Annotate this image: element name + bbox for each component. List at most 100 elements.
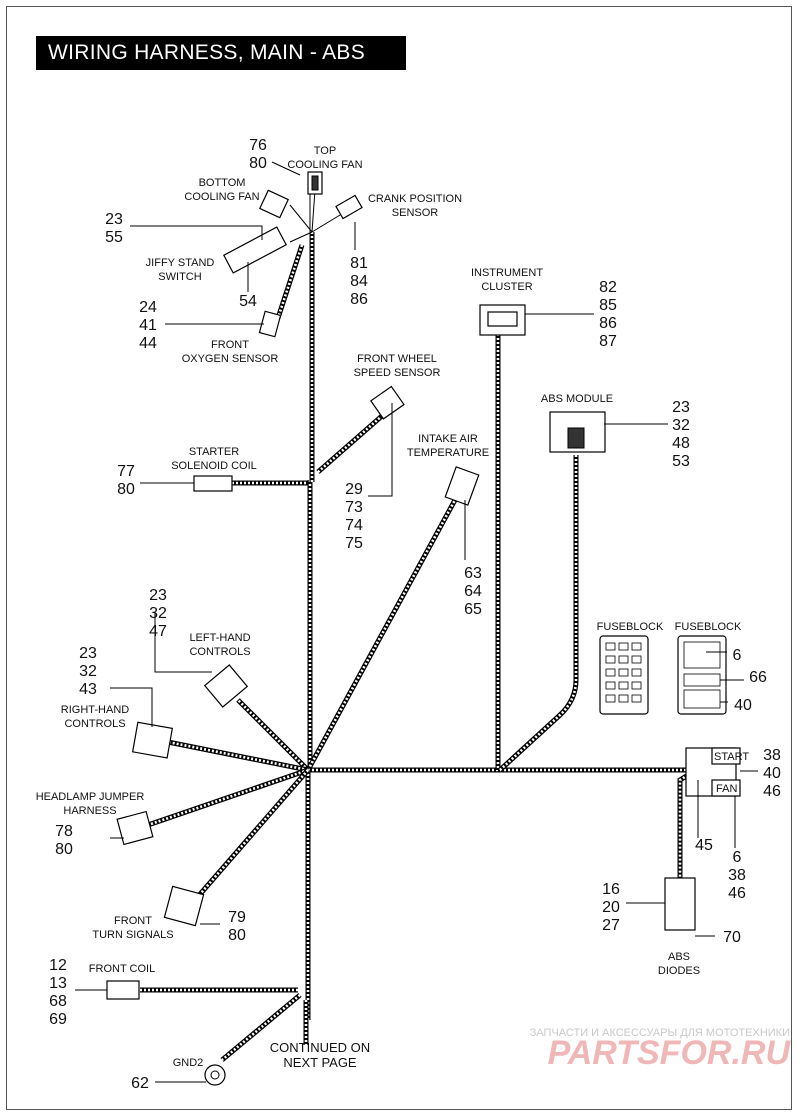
callout-left-hand: 23 bbox=[149, 587, 167, 604]
callout-abs-module: 32 bbox=[672, 417, 690, 434]
callout-right-hand: 23 bbox=[79, 645, 97, 662]
front-oxygen-sensor-label: OXYGEN SENSOR bbox=[182, 353, 279, 365]
callout-starter: 80 bbox=[117, 481, 135, 498]
starter-solenoid-coil-label: SOLENOID COIL bbox=[171, 460, 257, 472]
instrument-cluster-label: CLUSTER bbox=[481, 281, 532, 293]
crank-position-sensor-label: CRANK POSITION bbox=[368, 193, 462, 205]
callout-relays: 38 bbox=[763, 747, 781, 764]
callout-diodes-left: 27 bbox=[602, 917, 620, 934]
crank-position-sensor-label: SENSOR bbox=[392, 207, 439, 219]
part-callouts: 7680818486235554244144828586872332485377… bbox=[49, 137, 781, 1092]
watermark-tagline: ЗАПЧАСТИ И АКСЕССУАРЫ ДЛЯ МОТОТЕХНИКИ bbox=[530, 1027, 790, 1039]
intake-air-temperature-label: INTAKE AIR bbox=[418, 433, 478, 445]
callout-intake: 63 bbox=[464, 565, 482, 582]
callout-leaders bbox=[75, 161, 758, 1083]
front-coil-label: FRONT COIL bbox=[89, 963, 155, 975]
fuseblock-2-label: FUSEBLOCK bbox=[675, 621, 742, 633]
front-turn-signals-label: TURN SIGNALS bbox=[92, 929, 173, 941]
callout-cluster: 87 bbox=[599, 333, 617, 350]
start-relay-label: START bbox=[714, 751, 749, 763]
callout-turn-signals: 80 bbox=[228, 927, 246, 944]
callout-jiffy: 55 bbox=[105, 229, 123, 246]
jiffy-stand-switch-connector bbox=[223, 226, 287, 274]
callout-diodes-left: 16 bbox=[602, 881, 620, 898]
harness-wires bbox=[140, 180, 690, 1062]
front-oxygen-sensor-label: FRONT bbox=[211, 339, 249, 351]
callout-cluster: 86 bbox=[599, 315, 617, 332]
callout-oxygen: 44 bbox=[139, 335, 157, 352]
callout-turn-signals: 79 bbox=[228, 909, 246, 926]
right-hand-controls-label: RIGHT-HAND bbox=[61, 704, 130, 716]
callout-relay-45: 45 bbox=[695, 837, 713, 854]
fuse-cells bbox=[605, 641, 721, 709]
abs-diodes-connector bbox=[664, 877, 696, 931]
callout-abs-module: 48 bbox=[672, 435, 690, 452]
top-cooling-fan-label: COOLING FAN bbox=[287, 159, 362, 171]
callout-starter: 77 bbox=[117, 463, 135, 480]
front-turn-signals-connector bbox=[163, 885, 205, 927]
callout-front-coil: 12 bbox=[49, 957, 67, 974]
callout-front-coil: 69 bbox=[49, 1011, 67, 1028]
callout-jiffy: 23 bbox=[105, 211, 123, 228]
front-wheel-speed-sensor-connector bbox=[370, 385, 405, 420]
callout-fuse-6: 6 bbox=[733, 647, 742, 664]
callout-wheel-speed: 74 bbox=[345, 517, 363, 534]
left-hand-controls-label: CONTROLS bbox=[189, 646, 250, 658]
callout-fuse-40: 40 bbox=[734, 697, 752, 714]
headlamp-jumper-harness-label: HEADLAMP JUMPER bbox=[36, 791, 145, 803]
callout-relays: 40 bbox=[763, 765, 781, 782]
callout-oxygen: 41 bbox=[139, 317, 157, 334]
abs-module-label: ABS MODULE bbox=[541, 393, 613, 405]
jiffy-stand-switch-label: SWITCH bbox=[158, 271, 201, 283]
bottom-cooling-fan-connector bbox=[259, 189, 289, 219]
abs-diodes-label: ABS bbox=[668, 951, 690, 963]
continued-line-1: CONTINUED ON bbox=[270, 1040, 370, 1055]
callout-left-hand: 47 bbox=[149, 623, 167, 640]
starter-solenoid-coil-label: STARTER bbox=[189, 446, 239, 458]
intake-air-temperature-label: TEMPERATURE bbox=[407, 447, 489, 459]
headlamp-jumper-harness-label: HARNESS bbox=[63, 805, 116, 817]
abs-diodes-label: DIODES bbox=[658, 965, 700, 977]
gnd2-label: GND2 bbox=[173, 1057, 204, 1069]
bottom-cooling-fan-label: COOLING FAN bbox=[184, 191, 259, 203]
intake-air-temperature-connector bbox=[444, 466, 480, 506]
diagram-title: WIRING HARNESS, MAIN - ABS bbox=[48, 41, 366, 64]
callout-front-coil: 68 bbox=[49, 993, 67, 1010]
callout-headlamp: 80 bbox=[55, 841, 73, 858]
front-wheel-speed-sensor-label: SPEED SENSOR bbox=[354, 367, 441, 379]
watermark-logo: PARTSFOR.RU bbox=[548, 1034, 792, 1072]
callout-crank: 81 bbox=[350, 255, 368, 272]
callout-wheel-speed: 75 bbox=[345, 535, 363, 552]
callout-intake: 65 bbox=[464, 601, 482, 618]
callout-relays: 46 bbox=[763, 783, 781, 800]
callout-diodes-70: 70 bbox=[723, 929, 741, 946]
callout-relay-fan: 46 bbox=[728, 885, 746, 902]
callout-right-hand: 32 bbox=[79, 663, 97, 680]
front-oxygen-sensor-connector bbox=[258, 310, 282, 338]
callout-cluster: 82 bbox=[599, 279, 617, 296]
title-bar: WIRING HARNESS, MAIN - ABS bbox=[36, 36, 406, 70]
left-hand-controls-connector bbox=[203, 664, 249, 708]
top-cooling-fan-label: TOP bbox=[314, 145, 336, 157]
callout-relay-fan: 6 bbox=[733, 849, 742, 866]
callout-intake: 64 bbox=[464, 583, 482, 600]
jiffy-stand-switch-label: JIFFY STAND bbox=[146, 257, 215, 269]
headlamp-jumper-connector bbox=[116, 810, 154, 846]
callout-fans: 76 bbox=[249, 137, 267, 154]
callout-abs-module: 53 bbox=[672, 453, 690, 470]
callout-fuse-66: 66 bbox=[749, 669, 767, 686]
callout-diodes-left: 20 bbox=[602, 899, 620, 916]
callout-wheel-speed: 29 bbox=[345, 481, 363, 498]
fan-relay-label: FAN bbox=[716, 783, 737, 795]
starter-solenoid-coil-connector bbox=[193, 475, 233, 492]
callout-relay-fan: 38 bbox=[728, 867, 746, 884]
right-hand-controls-connector bbox=[131, 721, 174, 759]
crank-position-sensor-connector bbox=[335, 194, 363, 220]
callout-jiffy-54: 54 bbox=[239, 293, 257, 310]
start-relay bbox=[711, 747, 741, 765]
front-coil-connector bbox=[106, 980, 140, 1000]
right-hand-controls-label: CONTROLS bbox=[64, 718, 125, 730]
continued-line-2: NEXT PAGE bbox=[283, 1055, 357, 1070]
